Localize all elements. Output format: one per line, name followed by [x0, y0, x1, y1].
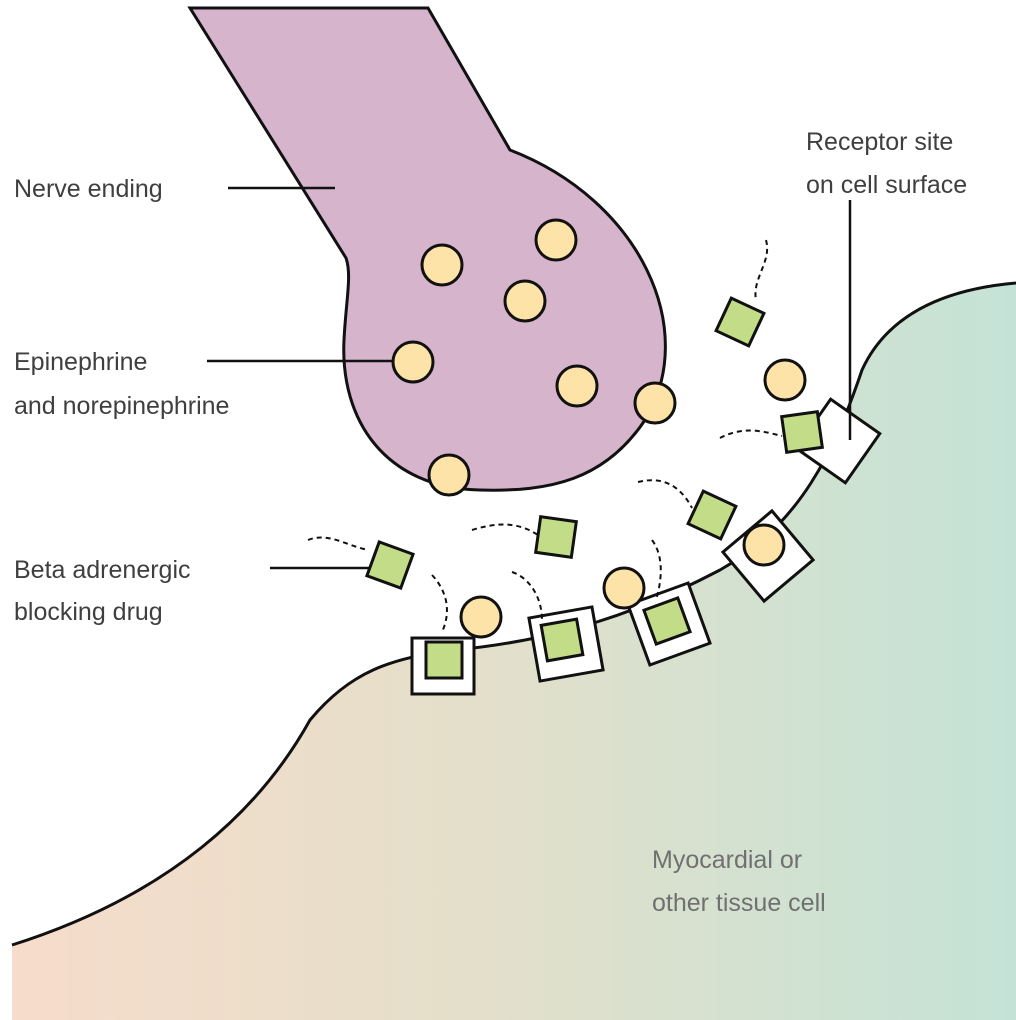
epinephrine-molecule [557, 366, 597, 406]
epinephrine-molecule [604, 568, 644, 608]
epinephrine-molecule [765, 360, 805, 400]
epinephrine-label-line1: Epinephrine [14, 348, 147, 376]
receptor-site-label-line1: Receptor site [806, 128, 953, 156]
drug-molecule [426, 642, 462, 678]
epinephrine-molecule [536, 220, 576, 260]
epinephrine-molecule [393, 342, 433, 382]
epinephrine-label-line2: and norepinephrine [14, 392, 229, 420]
drug-molecule [716, 298, 764, 346]
receptor-site-label-line2: on cell surface [806, 171, 967, 199]
epinephrine-molecule [429, 455, 469, 495]
beta-blocker-label-line2: blocking drug [14, 598, 163, 626]
epinephrine-molecule [422, 245, 462, 285]
nerve-ending-label: Nerve ending [14, 175, 163, 203]
epinephrine-molecule [505, 281, 545, 321]
drug-molecule [541, 619, 583, 661]
drug-molecule [536, 517, 577, 558]
epinephrine-molecule [635, 383, 675, 423]
tissue-cell-label-line2: other tissue cell [652, 889, 826, 917]
epinephrine-molecule [744, 525, 784, 565]
tissue-cell-label-line1: Myocardial or [652, 846, 802, 874]
drug-molecule [782, 412, 823, 453]
epinephrine-molecule [461, 597, 501, 637]
drug-molecule [688, 491, 736, 539]
drug-molecule [367, 542, 413, 588]
beta-blocker-label-line1: Beta adrenergic [14, 556, 191, 584]
